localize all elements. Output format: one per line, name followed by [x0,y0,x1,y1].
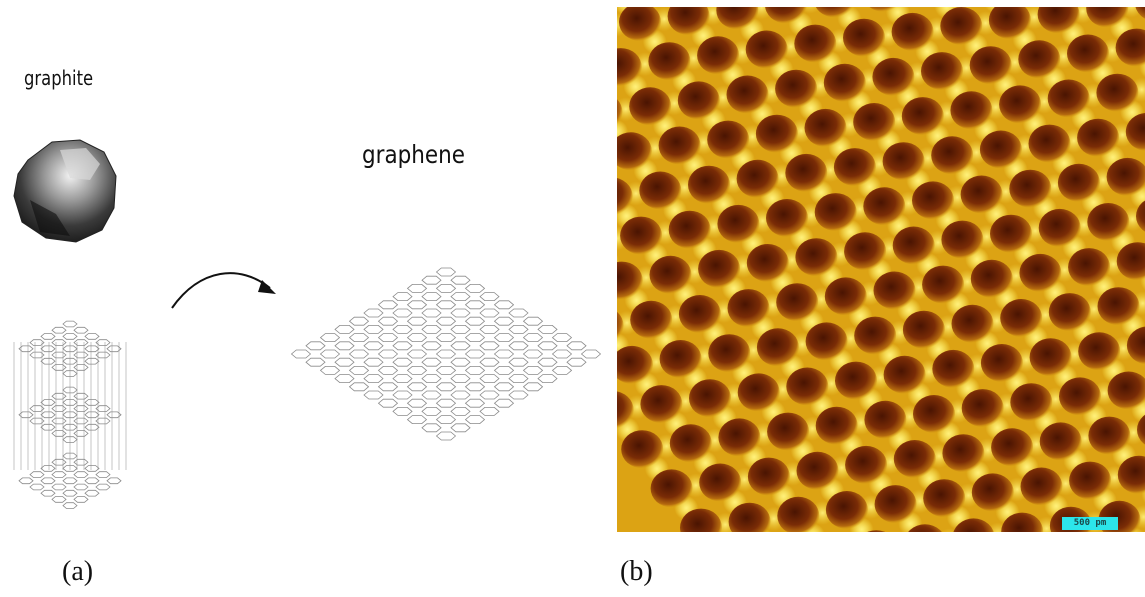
graphene-label: graphene [362,140,466,169]
stm-lattice-image [617,7,1145,532]
scale-bar: 500 pm [1062,517,1118,530]
graphene-sheet-lattice [290,267,602,441]
curved-arrow-icon [171,272,276,309]
graphite-layered-lattice [13,320,127,509]
graphite-label: graphite [24,66,94,90]
panel-b-label: (b) [620,556,653,587]
panel-a-label: (a) [62,556,94,587]
graphite-rock-image [13,139,117,243]
